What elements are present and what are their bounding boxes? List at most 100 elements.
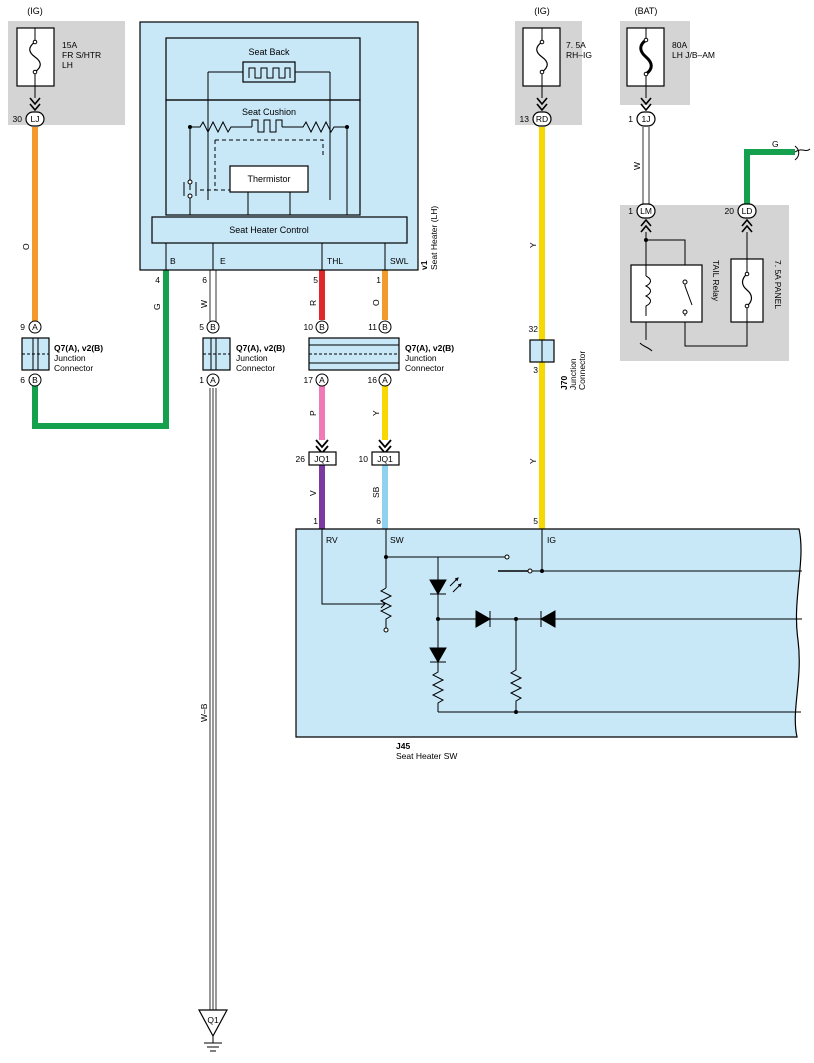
wire-white-e xyxy=(209,270,217,325)
connector-lm: LM 1 xyxy=(628,203,656,219)
jq1-right-pin: 10 xyxy=(359,454,369,464)
sw-terminal-ig-pin: 5 xyxy=(533,516,538,526)
panel-fuse-label: 7. 5A PANEL xyxy=(773,260,783,309)
seat-heater-id: v1 xyxy=(419,260,429,270)
connector-ld-pin: 20 xyxy=(725,206,735,216)
svg-text:1J: 1J xyxy=(642,114,651,124)
seat-heater-name: Seat Heater (LH) xyxy=(429,206,439,270)
switch-name: Seat Heater SW xyxy=(396,751,457,761)
ground-symbol: Q1 xyxy=(197,1009,229,1052)
connector-lm-pin: 1 xyxy=(628,206,633,216)
q7-mid-id: Q7(A), v2(B) xyxy=(236,343,285,353)
fuse-rh-ig xyxy=(522,27,561,87)
thermistor-switch xyxy=(183,182,197,215)
wire-label-sb: SB xyxy=(371,486,381,498)
q7-left-line2: Connector xyxy=(54,363,93,373)
svg-text:JQ1: JQ1 xyxy=(314,454,330,464)
svg-text:B: B xyxy=(319,322,325,332)
svg-text:JQ1: JQ1 xyxy=(377,454,393,464)
svg-text:A: A xyxy=(32,322,38,332)
junction-connector-j70: 32 3 xyxy=(529,324,555,375)
fuse-lh-jb-am-amp: 80A xyxy=(672,40,687,50)
junction-connector-q7-mid: B 5 A 1 xyxy=(199,320,231,387)
wire-label-y-swl: Y xyxy=(371,410,381,416)
j70-line2: Connector xyxy=(577,351,587,390)
seat-heater-control-box xyxy=(151,216,408,244)
fuse-lh-jb-am-name: LH J/B–AM xyxy=(672,50,715,60)
wire-label-wb: W–B xyxy=(199,703,209,722)
svg-text:LJ: LJ xyxy=(31,114,40,124)
switch-id: J45 xyxy=(396,741,410,751)
seat-cushion-heater xyxy=(188,119,349,215)
wire-label-p: P xyxy=(308,410,318,416)
junction-connector-q7-left: A 9 B 6 xyxy=(20,320,50,387)
connector-jq1-left: JQ1 26 xyxy=(296,451,337,466)
sw-terminal-sw-name: SW xyxy=(390,535,404,545)
junction-connector-q7-right: B 10 B 11 A 17 A 16 xyxy=(304,320,400,387)
sw-terminal-rv-name: RV xyxy=(326,535,338,545)
terminal-e-pin: 6 xyxy=(202,275,207,285)
fuse-fr-shtr-side: LH xyxy=(62,60,73,70)
wire-label-r: R xyxy=(308,300,318,306)
q7-right-line1: Junction xyxy=(405,353,437,363)
svg-text:1: 1 xyxy=(199,375,204,385)
svg-text:32: 32 xyxy=(529,324,539,334)
wire-label-v: V xyxy=(308,490,318,496)
wire-label-g: G xyxy=(152,303,162,310)
fusible-link-lh-jb-am xyxy=(626,27,665,87)
jq1-left-pin: 26 xyxy=(296,454,306,464)
fuse-fr-shtr-amp: 15A xyxy=(62,40,77,50)
svg-text:LM: LM xyxy=(640,206,652,216)
switch-internal-circuit xyxy=(321,529,802,714)
svg-text:16: 16 xyxy=(368,375,378,385)
fuse-fr-shtr xyxy=(16,27,55,87)
connector-arrow-1j xyxy=(640,97,652,112)
connector-arrow-lj xyxy=(29,97,41,112)
q7-left-line1: Junction xyxy=(54,353,86,363)
wire-white-1j xyxy=(642,127,650,205)
wire-label-y-ig-bottom: Y xyxy=(528,458,538,464)
tail-relay-box xyxy=(630,264,703,323)
svg-text:11: 11 xyxy=(368,322,377,332)
fuse-fr-shtr-name: FR S/HTR xyxy=(62,50,101,60)
q7-right-id: Q7(A), v2(B) xyxy=(405,343,454,353)
tail-relay-label: TAIL Relay xyxy=(711,260,721,302)
terminal-e-name: E xyxy=(220,256,226,266)
relay-coil-icon xyxy=(644,265,651,316)
svg-text:B: B xyxy=(210,322,216,332)
svg-text:A: A xyxy=(210,375,216,385)
j70-id: J70 xyxy=(559,376,569,390)
svg-text:10: 10 xyxy=(304,322,314,332)
svg-text:RD: RD xyxy=(536,114,548,124)
seat-heater-control-label: Seat Heater Control xyxy=(229,225,309,235)
terminal-b-name: B xyxy=(170,256,176,266)
wire-label-y-ig-top: Y xyxy=(528,242,538,248)
bat-label: (BAT) xyxy=(635,6,658,16)
q7-mid-line2: Connector xyxy=(236,363,275,373)
svg-text:17: 17 xyxy=(304,375,314,385)
terminal-swl-name: SWL xyxy=(390,256,409,266)
connector-1j-pin: 1 xyxy=(628,114,633,124)
seat-cushion-box xyxy=(165,99,361,216)
wire-label-o-swl: O xyxy=(371,299,381,306)
wire-green-b xyxy=(32,270,169,429)
wire-label-w-mid: W xyxy=(199,300,209,308)
q7-left-id: Q7(A), v2(B) xyxy=(54,343,103,353)
sw-terminal-sw-pin: 6 xyxy=(376,516,381,526)
connector-rd: RD 13 xyxy=(520,111,552,127)
fuse-rh-ig-amp: 7. 5A xyxy=(566,40,586,50)
svg-text:B: B xyxy=(382,322,388,332)
svg-text:LD: LD xyxy=(742,206,753,216)
relay-arrows xyxy=(640,218,753,233)
connector-arrow-rd xyxy=(536,97,548,112)
wire-label-w-relay: W xyxy=(632,162,642,170)
wire-label-g-relay: G xyxy=(772,139,779,149)
svg-text:A: A xyxy=(319,375,325,385)
terminal-b-pin: 4 xyxy=(155,275,160,285)
sw-terminal-ig-name: IG xyxy=(547,535,556,545)
jq1-arrows xyxy=(315,439,392,455)
terminal-thl-pin: 5 xyxy=(313,275,318,285)
ig-label-left: (IG) xyxy=(27,6,43,16)
ground-label: Q1 xyxy=(207,1015,219,1025)
